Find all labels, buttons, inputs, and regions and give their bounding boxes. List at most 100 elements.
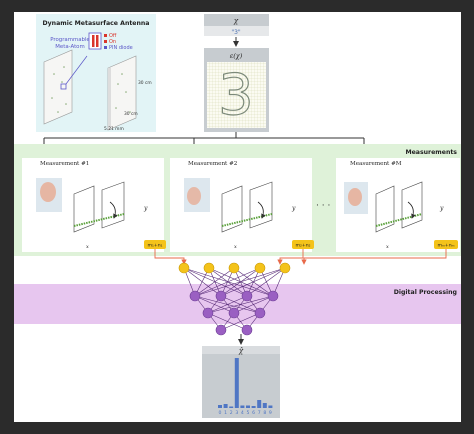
dim-height: 30 cm bbox=[138, 80, 152, 86]
meta-atom-dots bbox=[51, 66, 131, 113]
figure-canvas: Dynamic Metasurface Antenna Programmable… bbox=[14, 12, 461, 422]
field-hotspot-2 bbox=[187, 187, 201, 205]
input-neuron bbox=[279, 262, 291, 274]
arrow-m1-to-n1 bbox=[154, 249, 187, 265]
plane-Ma bbox=[375, 185, 395, 233]
atom-label-line-2: Meta-Atom bbox=[55, 44, 84, 50]
output-bar bbox=[268, 405, 273, 408]
measurement-card-1: Measurement #1 y x m₁+n₁ bbox=[22, 158, 166, 252]
network-edge bbox=[183, 267, 222, 297]
measurement-1-badge: m₁+n₁ bbox=[148, 243, 163, 249]
legend-pin-swatch bbox=[104, 46, 107, 49]
field-hotspot-M bbox=[348, 188, 362, 206]
arrow-m2-to-n4 bbox=[277, 249, 304, 265]
axis-y-2: y bbox=[291, 205, 296, 212]
output-bars bbox=[218, 358, 273, 408]
output-bar-label: 6 bbox=[252, 410, 255, 416]
chi-label: χ bbox=[233, 17, 239, 25]
legend-on-label: On bbox=[109, 39, 116, 45]
hidden-neuron bbox=[228, 307, 240, 319]
hidden-neuron bbox=[241, 324, 253, 336]
input-column: χ "3" ε(χ) 3 bbox=[204, 14, 269, 132]
output-bar-label: 3 bbox=[235, 410, 238, 416]
measurement-2-badge-bg bbox=[292, 240, 314, 249]
plane-1a bbox=[73, 185, 95, 233]
output-bar bbox=[223, 404, 228, 408]
output-bar-label: 2 bbox=[230, 410, 233, 416]
network-edge bbox=[233, 295, 274, 314]
axis-y-M: y bbox=[439, 205, 444, 212]
chi-value: "3" bbox=[231, 29, 241, 36]
field-hotspot-1 bbox=[40, 182, 56, 202]
axis-x-2: x bbox=[234, 244, 237, 250]
plane-Mb bbox=[401, 181, 423, 229]
axis-x-1: x bbox=[86, 244, 89, 250]
measurements-title: Measurements bbox=[405, 149, 457, 156]
panel-edge bbox=[108, 67, 111, 130]
measurement-M-label: Measurement #M bbox=[350, 161, 402, 167]
mapping-arrow-M bbox=[407, 201, 416, 219]
hidden-neuron bbox=[215, 324, 227, 336]
input-neuron bbox=[228, 262, 240, 274]
network-nodes bbox=[178, 262, 291, 336]
hidden-neuron bbox=[254, 307, 266, 319]
atom-zoom-box bbox=[88, 32, 102, 50]
legend-off-label: Off bbox=[109, 33, 117, 39]
output-bar-label: 5 bbox=[247, 410, 250, 416]
input-neuron bbox=[203, 262, 215, 274]
output-bar bbox=[218, 405, 222, 408]
hidden-neuron bbox=[202, 307, 214, 319]
network-edge bbox=[220, 267, 286, 297]
hidden-neuron bbox=[189, 290, 201, 302]
output-bar-label: 7 bbox=[258, 410, 261, 416]
mapping-arrow-1 bbox=[109, 201, 118, 219]
aperture-line-M bbox=[375, 213, 423, 227]
output-bar bbox=[251, 406, 256, 408]
measurement-to-network-arrows bbox=[154, 249, 447, 265]
eps-label: ε(χ) bbox=[230, 52, 243, 60]
legend-off-swatch bbox=[104, 34, 107, 37]
output-bar-label: 1 bbox=[224, 410, 227, 416]
measurement-2-badge: m₂+n₂ bbox=[296, 243, 311, 249]
network-edge bbox=[194, 267, 286, 297]
output-bar-label: 4 bbox=[241, 410, 244, 416]
eps-grid bbox=[207, 62, 266, 128]
antenna-title: Dynamic Metasurface Antenna bbox=[43, 20, 150, 27]
axis-x-M: x bbox=[386, 244, 389, 250]
hidden-neuron bbox=[241, 290, 253, 302]
measurement-M-badge-bg bbox=[434, 240, 458, 249]
network-edge bbox=[220, 312, 261, 331]
network-edge bbox=[194, 267, 261, 297]
dim-width: 30 cm bbox=[124, 111, 138, 117]
pipeline-diagram: Dynamic Metasurface Antenna Programmable… bbox=[14, 14, 461, 418]
legend-on-swatch bbox=[104, 40, 107, 43]
output-header bbox=[202, 346, 280, 354]
axis-y-1: y bbox=[143, 205, 148, 212]
network-edge bbox=[207, 295, 248, 314]
dim-atom-size: 5.21 mm bbox=[104, 126, 124, 132]
input-neuron bbox=[178, 262, 190, 274]
atom-patch-right bbox=[96, 35, 99, 47]
output-bar-label: 0 bbox=[219, 410, 222, 416]
atom-patch-left bbox=[92, 35, 95, 47]
output-bar bbox=[262, 403, 267, 408]
metasurface-panel-front bbox=[43, 49, 73, 125]
output-bar bbox=[246, 405, 250, 408]
measurement-card-M: Measurement #M y x mₘ+nₘ bbox=[336, 158, 460, 252]
measurement-2-label: Measurement #2 bbox=[188, 161, 238, 167]
chi-value-box bbox=[204, 26, 269, 36]
output-bar bbox=[234, 358, 239, 408]
atom-label-line-1: Programmable bbox=[50, 37, 90, 43]
output-bar-label: 8 bbox=[263, 410, 266, 416]
measurement-1-label: Measurement #1 bbox=[40, 161, 89, 167]
network-edge bbox=[194, 267, 235, 297]
antenna-panel: Dynamic Metasurface Antenna Programmable… bbox=[36, 14, 156, 132]
metasurface-panel-back bbox=[107, 55, 137, 131]
hidden-neuron bbox=[215, 290, 227, 302]
measurement-1-badge-bg bbox=[144, 240, 166, 249]
output-bar bbox=[229, 406, 234, 408]
atom-highlight bbox=[60, 83, 67, 90]
output-bar bbox=[240, 405, 245, 408]
